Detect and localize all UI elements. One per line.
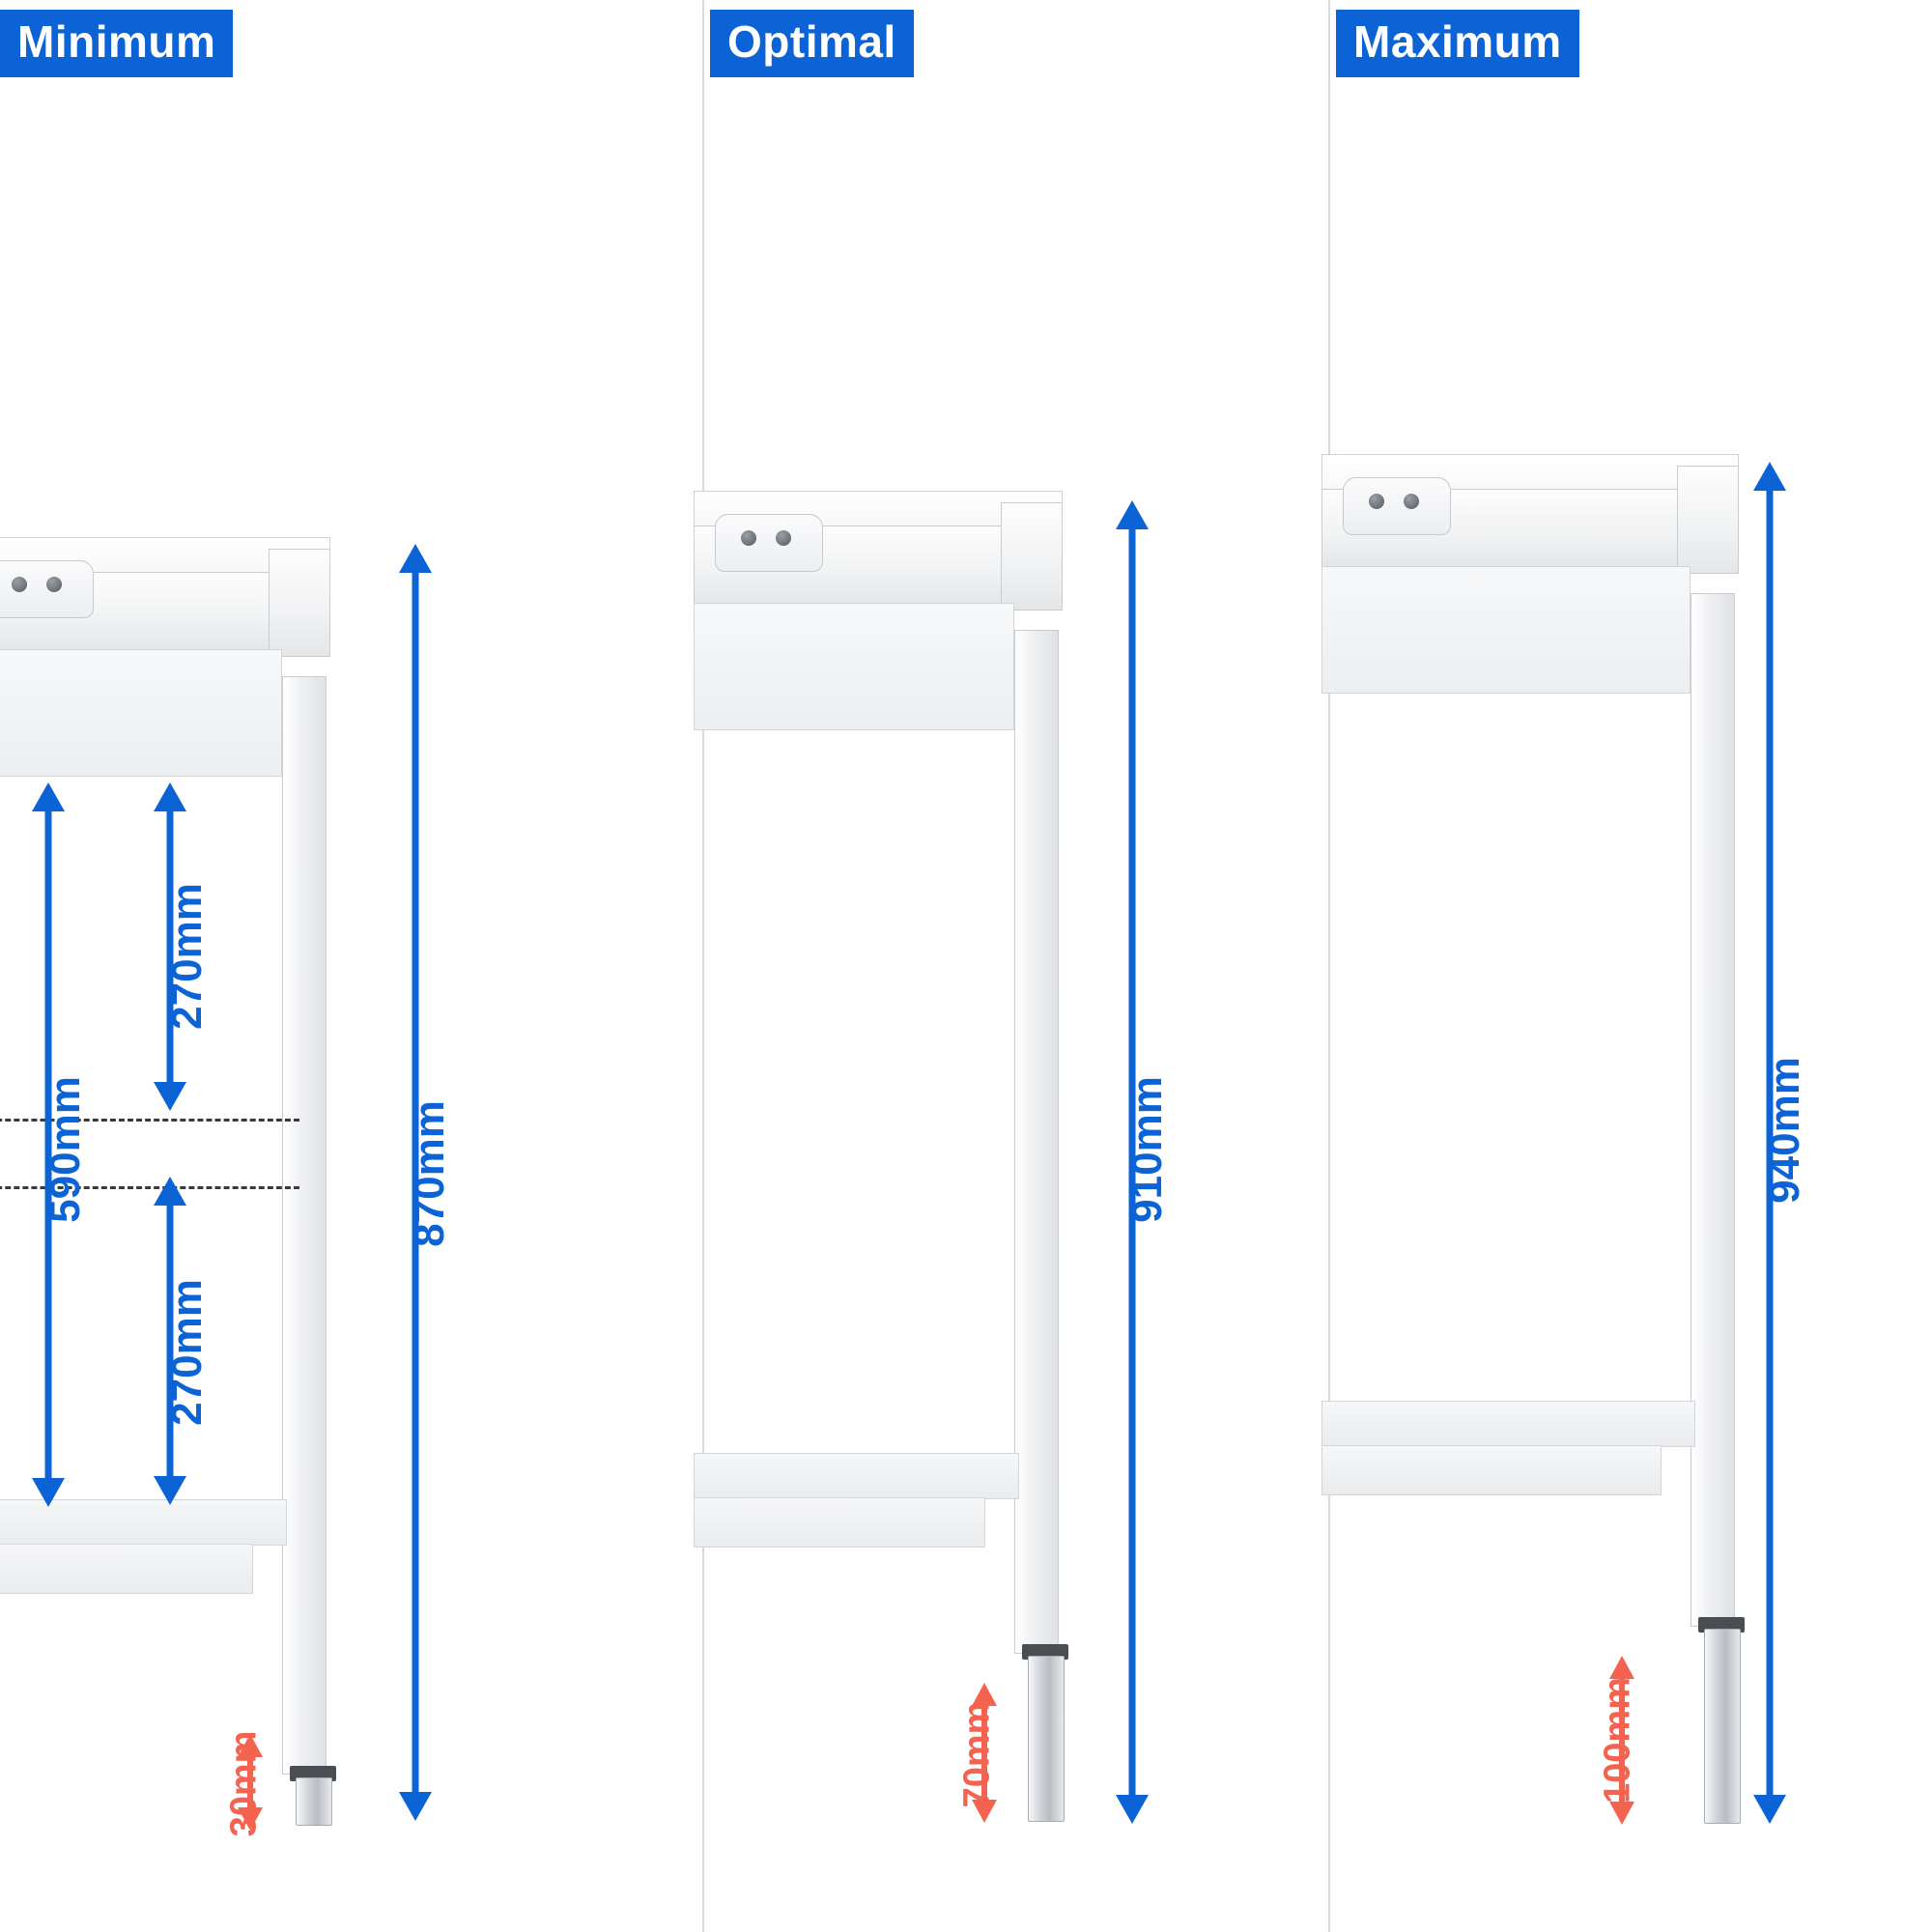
- hinge-screw-right: [776, 530, 791, 546]
- table-apron-minimum: [0, 649, 282, 777]
- arrowhead-up: [32, 782, 65, 811]
- arrowhead-down: [154, 1476, 186, 1505]
- hinge-plate-optimal: [715, 514, 823, 572]
- lower-rail-minimum: [0, 1499, 287, 1546]
- dimension-line: [412, 571, 419, 1794]
- dimension-line: [1128, 527, 1136, 1797]
- dimension-line: [247, 1755, 253, 1809]
- arrowhead-up: [238, 1734, 263, 1757]
- dimension-total-height-optimal: [1113, 500, 1151, 1824]
- lower-rail-maximum: [1321, 1401, 1695, 1447]
- dimension-sub-lower-minimum: [151, 1177, 189, 1505]
- arrowhead-up: [399, 544, 432, 573]
- dimension-label-870mm: 870mm: [406, 1100, 453, 1247]
- dimension-line: [981, 1704, 987, 1802]
- arrowhead-up: [154, 782, 186, 811]
- table-leg-maximum: [1690, 593, 1735, 1627]
- arrowhead-down: [399, 1792, 432, 1821]
- table-top-edge-maximum: [1677, 466, 1739, 574]
- panel-badge-minimum: Minimum: [0, 10, 234, 77]
- dimension-label-910mm: 910mm: [1123, 1076, 1171, 1223]
- hinge-screw-right: [1404, 494, 1419, 509]
- helper-dash-upper-minimum: [0, 1119, 299, 1122]
- dimension-line: [166, 1204, 174, 1478]
- dimension-clearance-minimum: [29, 782, 68, 1507]
- arrowhead-down: [1609, 1802, 1634, 1825]
- table-leg-optimal: [1014, 630, 1059, 1654]
- table-top-edge-minimum: [269, 549, 330, 657]
- dimension-label-70mm: 70mm: [956, 1701, 998, 1808]
- arrowhead-down: [1116, 1795, 1149, 1824]
- arrowhead-down: [154, 1082, 186, 1111]
- arrowhead-down: [1753, 1795, 1786, 1824]
- panel-badge-maximum: Maximum: [1336, 10, 1579, 77]
- lower-rail-optimal: [694, 1453, 1019, 1499]
- hinge-screw-left: [1369, 494, 1384, 509]
- dimension-foot-minimum: [234, 1734, 267, 1831]
- hinge-screw-left: [12, 577, 27, 592]
- panel-badge-optimal: Optimal: [710, 10, 914, 77]
- dimension-total-height-maximum: [1750, 462, 1789, 1824]
- adjustable-foot-maximum: [1704, 1629, 1741, 1824]
- arrowhead-up: [972, 1683, 997, 1706]
- table-leg-minimum: [282, 676, 327, 1775]
- dimension-label-940mm: 940mm: [1761, 1057, 1808, 1204]
- dimension-label-270mm-upper: 270mm: [163, 883, 211, 1030]
- hinge-screw-right: [46, 577, 62, 592]
- hinge-plate-minimum: [0, 560, 94, 618]
- dimension-total-height-minimum: [396, 544, 435, 1821]
- lower-rail-front-minimum: [0, 1544, 253, 1594]
- hinge-screw-left: [741, 530, 756, 546]
- dimension-line: [44, 810, 52, 1480]
- dimension-label-270mm-lower: 270mm: [163, 1279, 211, 1426]
- dimension-line: [166, 810, 174, 1084]
- arrowhead-up: [1609, 1656, 1634, 1679]
- dimension-foot-maximum: [1605, 1656, 1638, 1825]
- dimension-label-100mm: 100mm: [1597, 1677, 1638, 1804]
- arrowhead-down: [972, 1800, 997, 1823]
- arrowhead-down: [238, 1807, 263, 1831]
- arrowhead-down: [32, 1478, 65, 1507]
- hinge-plate-maximum: [1343, 477, 1451, 535]
- lower-rail-front-maximum: [1321, 1445, 1662, 1495]
- dimension-line: [1619, 1677, 1625, 1804]
- arrowhead-up: [1753, 462, 1786, 491]
- arrowhead-up: [154, 1177, 186, 1206]
- lower-rail-front-optimal: [694, 1497, 985, 1548]
- adjustable-foot-minimum: [296, 1777, 332, 1826]
- dimension-sub-upper-minimum: [151, 782, 189, 1111]
- panel-separator-1: [702, 0, 704, 1932]
- arrowhead-up: [1116, 500, 1149, 529]
- dimension-label-30mm: 30mm: [223, 1730, 265, 1837]
- adjustable-foot-optimal: [1028, 1656, 1065, 1822]
- dimension-line: [1766, 489, 1774, 1797]
- dimension-foot-optimal: [968, 1683, 1001, 1823]
- panel-separator-2: [1328, 0, 1330, 1932]
- table-apron-optimal: [694, 603, 1014, 730]
- table-apron-maximum: [1321, 566, 1690, 694]
- table-top-edge-optimal: [1001, 502, 1063, 611]
- dimension-label-590mm: 590mm: [42, 1076, 89, 1223]
- helper-dash-lower-minimum: [0, 1186, 299, 1189]
